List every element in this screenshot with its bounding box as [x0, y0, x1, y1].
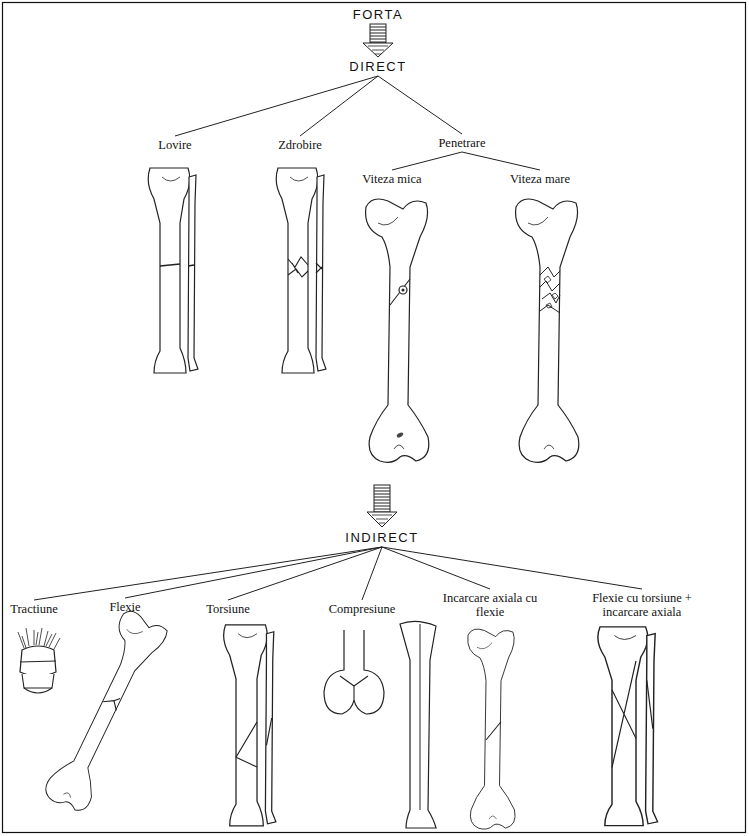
branch-line — [300, 76, 378, 136]
mechanism-label: Tractiune — [8, 601, 59, 617]
category-heading: FORTA — [351, 6, 405, 23]
branch-line — [228, 547, 382, 600]
mechanism-label: Viteza mare — [508, 171, 572, 187]
branch-line — [175, 76, 378, 136]
block-arrow — [367, 485, 397, 527]
mechanism-label: Viteza mica — [360, 171, 423, 187]
category-heading: INDIRECT — [343, 529, 420, 546]
label-text: Viteza mare — [510, 172, 570, 186]
category-heading: DIRECT — [347, 58, 408, 75]
branch-line — [362, 547, 382, 600]
branch-line — [462, 152, 540, 170]
label-text: Viteza mica — [362, 172, 421, 186]
label-text: Torsiune — [206, 602, 250, 616]
mechanism-label: Flexie — [107, 599, 142, 615]
label-text: DIRECT — [349, 59, 406, 74]
mechanism-label: Torsiune — [204, 601, 252, 617]
label-text: Penetrare — [438, 136, 485, 150]
label-text: Flexie — [109, 600, 140, 614]
label-text: Tractiune — [10, 602, 57, 616]
mechanism-label: Zdrobire — [276, 137, 324, 153]
label-text: Compresiune — [329, 602, 396, 616]
branch-line — [34, 547, 382, 600]
label-text: Incarcare axiala cu flexie — [438, 591, 542, 619]
mechanism-label: Penetrare — [436, 135, 487, 151]
label-text: INDIRECT — [345, 530, 418, 545]
branch-line — [125, 547, 382, 598]
mechanism-label: Lovire — [156, 137, 193, 153]
block-arrow — [363, 24, 393, 57]
branch-line — [382, 547, 490, 589]
label-text: Flexie cu torsiune + incarcare axiala — [576, 591, 708, 619]
mechanism-label: Incarcare axiala cu flexie — [436, 590, 544, 620]
branch-line — [392, 152, 462, 170]
mechanism-label: Compresiune — [327, 601, 398, 617]
label-text: Zdrobire — [278, 138, 322, 152]
label-text: Lovire — [158, 138, 191, 152]
label-text: FORTA — [353, 7, 403, 22]
mechanism-label: Flexie cu torsiune + incarcare axiala — [574, 590, 710, 620]
branch-line — [382, 547, 642, 589]
branch-line — [378, 76, 462, 134]
